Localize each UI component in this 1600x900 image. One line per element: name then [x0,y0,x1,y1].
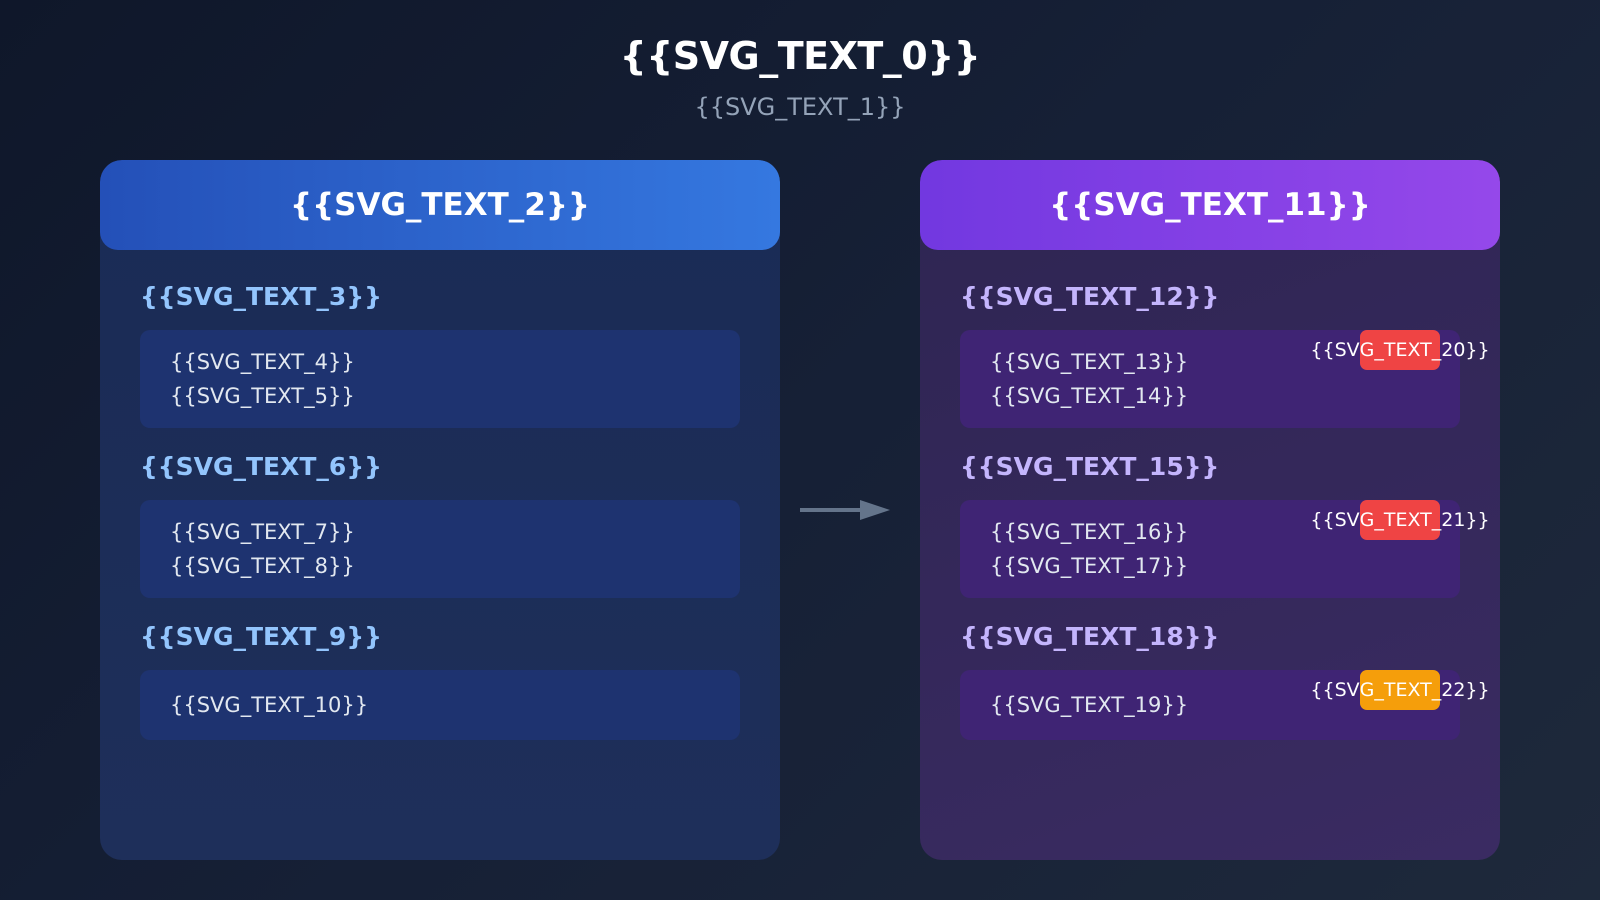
status-badge-label: {{SVG_TEXT_22}} [1310,679,1490,701]
left-panel-header: {{SVG_TEXT_2}} [100,160,780,250]
right-section-line: {{SVG_TEXT_19}} [990,693,1189,717]
right-section-line: {{SVG_TEXT_13}} [990,350,1189,374]
right-section-title: {{SVG_TEXT_12}} [960,282,1220,311]
left-section-title: {{SVG_TEXT_3}} [140,282,382,311]
status-badge [1360,330,1440,370]
status-badge [1360,670,1440,710]
left-section-title: {{SVG_TEXT_9}} [140,622,382,651]
left-section-line: {{SVG_TEXT_4}} [170,350,355,374]
left-section-line: {{SVG_TEXT_8}} [170,554,355,578]
page-subtitle: {{SVG_TEXT_1}} [694,93,906,121]
left-section-line: {{SVG_TEXT_10}} [170,693,369,717]
right-panel: {{SVG_TEXT_11}} {{SVG_TEXT_12}} {{SVG_TE… [920,160,1500,860]
status-badge-label: {{SVG_TEXT_20}} [1310,339,1490,361]
right-section-title: {{SVG_TEXT_18}} [960,622,1220,651]
status-badge-label: {{SVG_TEXT_21}} [1310,509,1490,531]
right-section-box: {{SVG_TEXT_16}} {{SVG_TEXT_17}} [960,500,1460,598]
right-section-title: {{SVG_TEXT_15}} [960,452,1220,481]
right-section-line: {{SVG_TEXT_16}} [990,520,1189,544]
left-section-line: {{SVG_TEXT_5}} [170,384,355,408]
left-panel: {{SVG_TEXT_2}} {{SVG_TEXT_3}} {{SVG_TEXT… [100,160,780,860]
status-badge [1360,500,1440,540]
left-section-line: {{SVG_TEXT_7}} [170,520,355,544]
left-section-box: {{SVG_TEXT_10}} [140,670,740,740]
right-arrow-icon [800,500,890,520]
left-section-box: {{SVG_TEXT_4}} {{SVG_TEXT_5}} [140,330,740,428]
left-section-title: {{SVG_TEXT_6}} [140,452,382,481]
page-title: {{SVG_TEXT_0}} [619,34,981,78]
left-section-box: {{SVG_TEXT_7}} {{SVG_TEXT_8}} [140,500,740,598]
right-section-line: {{SVG_TEXT_14}} [990,384,1189,408]
right-panel-header: {{SVG_TEXT_11}} [920,160,1500,250]
right-section-line: {{SVG_TEXT_17}} [990,554,1189,578]
